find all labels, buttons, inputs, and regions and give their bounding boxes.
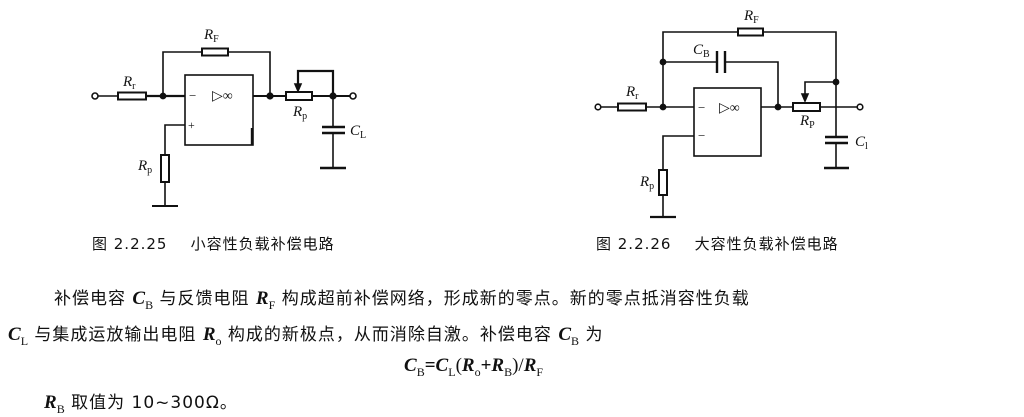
opamp-minus: −	[698, 100, 705, 115]
paragraph-line-2: CL 与集成运放输出电阻 Ro 构成的新极点，从而消除自激。补偿电容 CB 为	[8, 320, 603, 349]
potentiometer-rp	[285, 91, 313, 101]
caption-title: 小容性负载补偿电路	[190, 235, 335, 253]
input-terminal	[594, 103, 602, 111]
output-terminal	[349, 92, 357, 100]
caption-number: 图 2.2.26	[596, 235, 672, 253]
label-rp-bottom: Rp	[639, 174, 654, 192]
resistor-rf	[737, 27, 764, 37]
text-run: 与集成运放输出电阻	[28, 325, 203, 345]
caption-number: 图 2.2.25	[92, 235, 168, 253]
input-terminal	[91, 92, 99, 100]
figure-small-capacitive-load	[91, 47, 357, 207]
resistor-rp	[658, 169, 668, 196]
resistor-rf	[201, 47, 229, 57]
junction-dot	[774, 103, 782, 111]
symbol-cl: CL	[8, 324, 29, 348]
text-run: 构成的新极点，从而消除自激。补偿电容	[221, 325, 559, 345]
junction-dot	[659, 58, 667, 66]
text-run: 构成超前补偿网络，形成新的零点。新的零点抵消容性负载	[275, 289, 750, 309]
potentiometer-rp	[792, 102, 821, 112]
label-rp-pot: Rp	[292, 104, 307, 122]
paragraph-line-3: RB 取值为 10~300Ω。	[44, 388, 238, 417]
label-rt: Rr	[625, 84, 639, 102]
figure-left-labels: RF Rr Rp Rp CL ▷∞ − +	[122, 27, 366, 176]
figure-caption-left: 图 2.2.25 小容性负载补偿电路	[92, 233, 335, 254]
figure-caption-right: 图 2.2.26 大容性负载补偿电路	[596, 233, 839, 254]
label-cl: CL	[350, 123, 366, 141]
symbol-ro: Ro	[202, 324, 222, 348]
label-rt: Rr	[122, 74, 136, 92]
symbol-cb: CB	[558, 324, 580, 348]
resistor-rt	[617, 102, 647, 112]
symbol-rf: RF	[255, 288, 276, 312]
output-terminal	[856, 103, 864, 111]
symbol-rb: RB	[44, 392, 65, 416]
formula-cb: CB=CL(Ro+RB)/RF	[404, 355, 544, 379]
feedback-wire	[162, 51, 202, 96]
text-run: 为	[579, 325, 604, 345]
junction-dot	[832, 78, 840, 86]
label-rf: RF	[203, 27, 219, 45]
figure-large-capacitive-load	[594, 27, 864, 219]
junction-dot	[266, 92, 274, 100]
opamp-plus: +	[188, 118, 195, 132]
label-cb: CB	[693, 42, 710, 60]
feedback-wire	[662, 31, 738, 107]
paragraph-line-1: 补偿电容 CB 与反馈电阻 RF 构成超前补偿网络，形成新的零点。新的零点抵消容…	[54, 284, 750, 313]
wire	[725, 61, 779, 107]
wiper-arrow	[800, 93, 810, 104]
opamp-box	[184, 74, 254, 146]
feedback-wire	[228, 51, 271, 96]
opamp-minus: −	[189, 88, 196, 103]
opamp-plus: −	[698, 128, 705, 143]
opamp-box	[693, 87, 762, 157]
feedback-wire	[763, 31, 837, 107]
label-rp-bottom: Rp	[137, 158, 152, 176]
text-run: 取值为 10~300Ω。	[64, 393, 238, 413]
wiper-arrow	[293, 83, 303, 94]
caption-title: 大容性负载补偿电路	[694, 235, 839, 253]
text-run: 与反馈电阻	[153, 289, 256, 309]
label-rp-pot: RP	[799, 113, 815, 131]
label-cl: Cl	[855, 134, 868, 152]
resistor-rt	[117, 91, 147, 101]
symbol-cb: CB	[132, 288, 154, 312]
resistor-rp	[160, 154, 170, 183]
text-run: 补偿电容	[54, 289, 133, 309]
opamp-symbol: ▷∞	[719, 101, 740, 116]
wiper-wire	[804, 81, 836, 96]
figure-right-labels: RF CB Rr Rp RP Cl ▷∞ − −	[625, 8, 868, 192]
opamp-symbol: ▷∞	[212, 89, 233, 104]
wiper-wire	[296, 69, 335, 96]
label-rf: RF	[743, 8, 759, 26]
